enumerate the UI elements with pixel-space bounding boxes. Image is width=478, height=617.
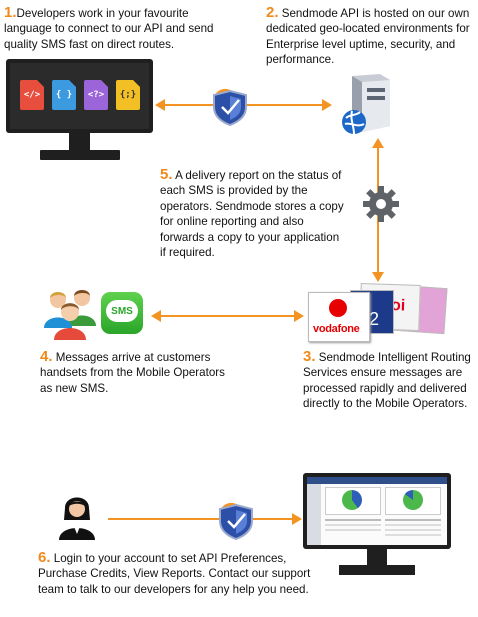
arrow-head <box>322 99 332 111</box>
server-icon <box>342 74 390 135</box>
code-file-icon: <?> <box>84 80 108 110</box>
step-3-description: Sendmode Intelligent Routing Services en… <box>303 351 471 411</box>
sms-label: SMS <box>111 305 133 317</box>
step-3-text: 3. Sendmode Intelligent Routing Services… <box>303 349 473 412</box>
gear-icon <box>363 186 399 222</box>
shield-icon <box>219 502 253 541</box>
step-3-number: 3. <box>303 348 316 365</box>
operator-label: vodafone <box>313 323 360 335</box>
shield-icon <box>213 88 247 127</box>
step-2-description: Sendmode API is hosted on our own dedica… <box>266 7 470 67</box>
step-5-description: A delivery report on the status of each … <box>160 169 344 260</box>
step-4-text: 4. Messages arrive at customers handsets… <box>40 349 240 396</box>
code-file-icon: {;} <box>116 80 140 110</box>
code-file-icon: </> <box>20 80 44 110</box>
step-6-number: 6. <box>38 549 51 566</box>
step-2-number: 2. <box>266 4 279 21</box>
dashboard-monitor-icon <box>303 473 451 575</box>
step-1-number: 1. <box>4 4 17 21</box>
arrow-head <box>372 138 384 148</box>
step-6-description: Login to your account to set API Prefere… <box>38 552 311 596</box>
step-5-number: 5. <box>160 166 173 183</box>
step-5-text: 5. A delivery report on the status of ea… <box>160 167 344 260</box>
step-1-description: Developers work in your favourite langua… <box>4 7 214 51</box>
step-4-description: Messages arrive at customers handsets fr… <box>40 351 225 395</box>
code-file-icon: { } <box>52 80 76 110</box>
sms-icon: SMS <box>101 292 143 334</box>
arrow-head <box>155 99 165 111</box>
arrow-head <box>294 310 304 322</box>
connector-arrow <box>108 518 294 520</box>
step-1-text: 1.Developers work in your favourite lang… <box>4 5 234 52</box>
connector-arrow <box>160 315 296 317</box>
support-agent-icon <box>59 497 95 540</box>
arrow-head <box>151 310 161 322</box>
people-icon <box>44 290 96 340</box>
step-6-text: 6. Login to your account to set API Pref… <box>38 550 328 597</box>
code-monitor-icon: </> { } <?> {;} <box>6 59 153 160</box>
arrow-head <box>372 272 384 282</box>
arrow-head <box>292 513 302 525</box>
step-2-text: 2. Sendmode API is hosted on our own ded… <box>266 5 478 68</box>
step-4-number: 4. <box>40 348 53 365</box>
sim-cards-icon: oi 2 vodafone <box>306 282 452 346</box>
